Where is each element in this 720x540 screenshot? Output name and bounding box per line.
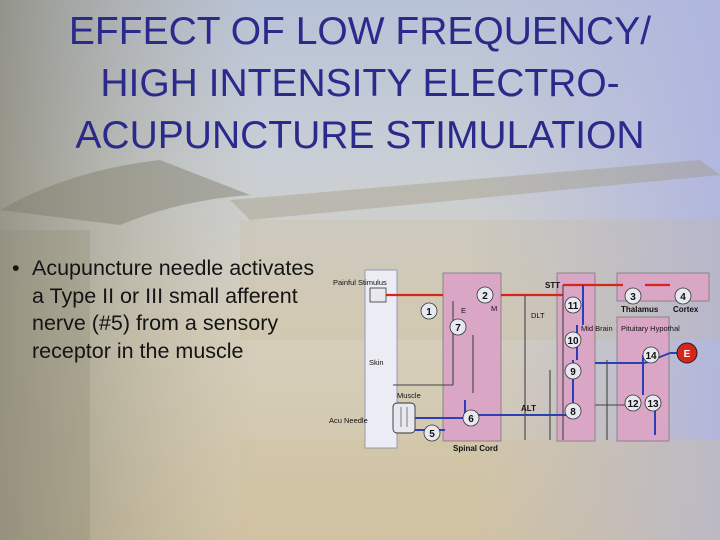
- title-line-1: EFFECT OF LOW FREQUENCY/: [68, 10, 652, 53]
- node-1: 1: [420, 302, 438, 320]
- node-11: 11: [564, 296, 582, 314]
- node-8: 8: [564, 402, 582, 420]
- label-stt: STT: [545, 281, 560, 290]
- node-2: 2: [476, 286, 494, 304]
- svg-text:7: 7: [455, 323, 461, 334]
- node-5: 5: [423, 424, 441, 442]
- node-6: 6: [462, 409, 480, 427]
- svg-text:13: 13: [647, 399, 659, 410]
- label-skin: Skin: [369, 358, 384, 367]
- svg-text:10: 10: [567, 336, 579, 347]
- other-connections: [393, 285, 625, 440]
- label-thalamus: Thalamus: [621, 305, 659, 314]
- node-14: 14: [642, 346, 660, 364]
- label-acu-needle: Acu Needle: [329, 416, 368, 425]
- pain-pathway: [386, 283, 670, 297]
- svg-text:1: 1: [426, 307, 432, 318]
- node-12: 12: [624, 394, 642, 412]
- bullet-text: Acupuncture needle activates a Type II o…: [32, 256, 315, 363]
- node-9: 9: [564, 362, 582, 380]
- neural-pathway-diagram: 1 2 3 4 5 6 7 8 9 10 11 12: [329, 269, 710, 453]
- svg-text:4: 4: [680, 292, 686, 303]
- node-e-output: E: [676, 342, 698, 364]
- svg-text:12: 12: [627, 399, 639, 410]
- title-line-2: HIGH INTENSITY ELECTRO-: [100, 62, 620, 105]
- svg-text:8: 8: [570, 407, 576, 418]
- skin-receptor: [369, 287, 387, 303]
- svg-text:6: 6: [468, 414, 474, 425]
- label-m: M: [491, 304, 497, 313]
- svg-text:14: 14: [645, 351, 657, 362]
- label-e: E: [461, 306, 466, 315]
- label-painful-stimulus: Painful Stimulus: [333, 278, 387, 287]
- svg-text:11: 11: [568, 301, 579, 312]
- bullet-symbol: •: [12, 256, 20, 280]
- svg-text:5: 5: [429, 429, 435, 440]
- svg-text:3: 3: [630, 292, 636, 303]
- node-13: 13: [644, 394, 662, 412]
- label-alt: ALT: [521, 404, 536, 413]
- node-4: 4: [674, 287, 692, 305]
- node-10: 10: [564, 331, 582, 349]
- title-line-3: ACUPUNCTURE STIMULATION: [75, 114, 645, 157]
- muscle-receptor: [392, 402, 416, 434]
- slide-title: EFFECT OF LOW FREQUENCY/ HIGH INTENSITY …: [0, 6, 720, 162]
- label-muscle: Muscle: [397, 391, 421, 400]
- svg-text:2: 2: [482, 291, 488, 302]
- node-7: 7: [449, 318, 467, 336]
- label-pituitary-hypothal: Pituitary Hypothal: [621, 324, 680, 333]
- label-mid-brain: Mid Brain: [581, 324, 613, 333]
- label-spinal-cord: Spinal Cord: [453, 444, 498, 453]
- label-cortex: Cortex: [673, 305, 699, 314]
- svg-text:E: E: [684, 349, 691, 360]
- label-dlt: DLT: [531, 311, 545, 320]
- bullet-point: • Acupuncture needle activates a Type II…: [10, 255, 328, 365]
- svg-text:9: 9: [570, 367, 576, 378]
- node-3: 3: [624, 287, 642, 305]
